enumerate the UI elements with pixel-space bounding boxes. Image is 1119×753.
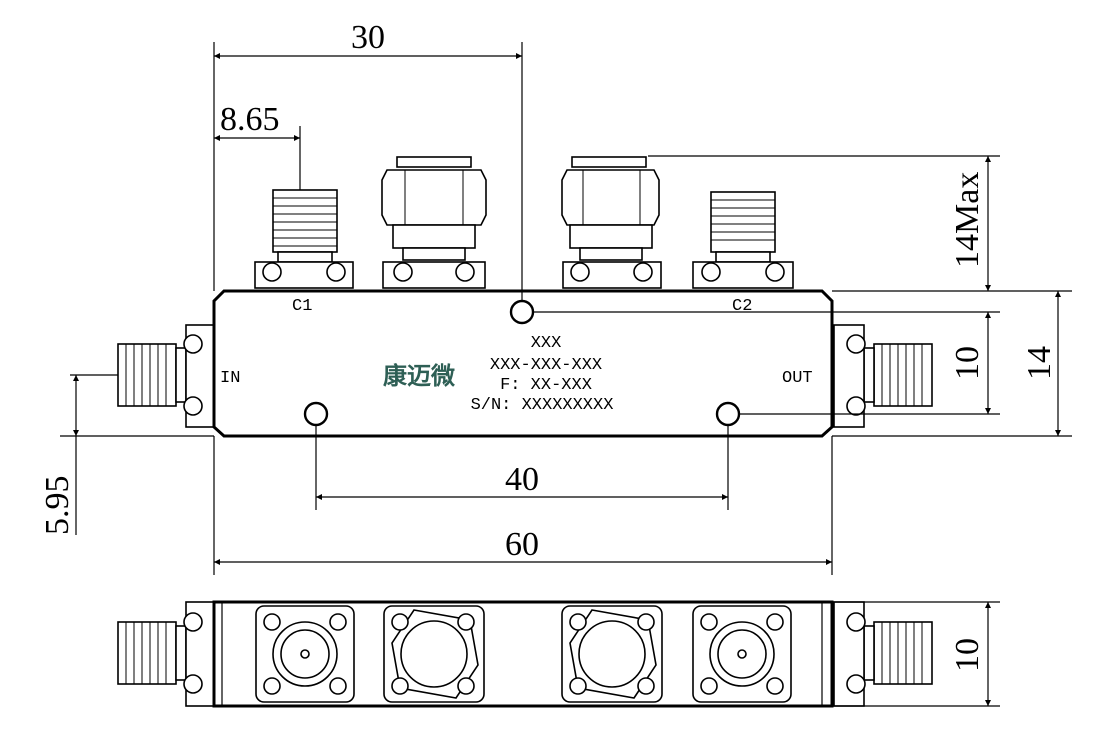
dim-10-bottom: 10	[949, 638, 986, 672]
dim-40: 40	[505, 461, 539, 498]
flange-c1	[255, 605, 355, 703]
plate-line-4: S/N: XXXXXXXXX	[471, 396, 614, 415]
port-label-c2: C2	[732, 297, 752, 316]
connector-c2-sma	[692, 191, 794, 289]
flange-c2	[692, 605, 792, 703]
connector-n-right	[561, 156, 662, 289]
dim-14max: 14Max	[949, 172, 986, 268]
plate-line-3: F: XX-XXX	[500, 376, 592, 395]
dim-60: 60	[505, 526, 539, 563]
connector-n-left	[381, 156, 487, 289]
extension-lines	[60, 42, 1072, 575]
front-view: 10	[117, 600, 1000, 708]
coupler-body	[212, 289, 834, 438]
mounting-hole-left	[303, 401, 329, 427]
mounting-hole-right	[715, 401, 741, 427]
dim-30: 30	[351, 19, 385, 56]
plate-line-1: XXX	[531, 334, 562, 353]
port-label-out: OUT	[782, 369, 813, 388]
connector-out-sma	[833, 324, 933, 428]
dim-10-top: 10	[949, 346, 986, 380]
port-label-in: IN	[220, 369, 240, 388]
flange-n-right	[561, 605, 663, 703]
plate-line-2: XXX-XXX-XXX	[490, 356, 602, 375]
flange-n-left	[383, 605, 485, 703]
port-label-c1: C1	[292, 297, 312, 316]
dim-8-65: 8.65	[220, 101, 280, 138]
mounting-hole-top	[509, 299, 535, 325]
dim-14: 14	[1021, 346, 1058, 380]
brand-logo: 康迈微	[383, 362, 455, 390]
connector-in-sma	[117, 324, 215, 428]
top-view: C1 C2 IN OUT XXX XXX-XXX-XXX F: XX-XXX S…	[39, 19, 1072, 575]
dim-5-95: 5.95	[39, 476, 76, 536]
connector-c1-sma	[254, 189, 354, 289]
